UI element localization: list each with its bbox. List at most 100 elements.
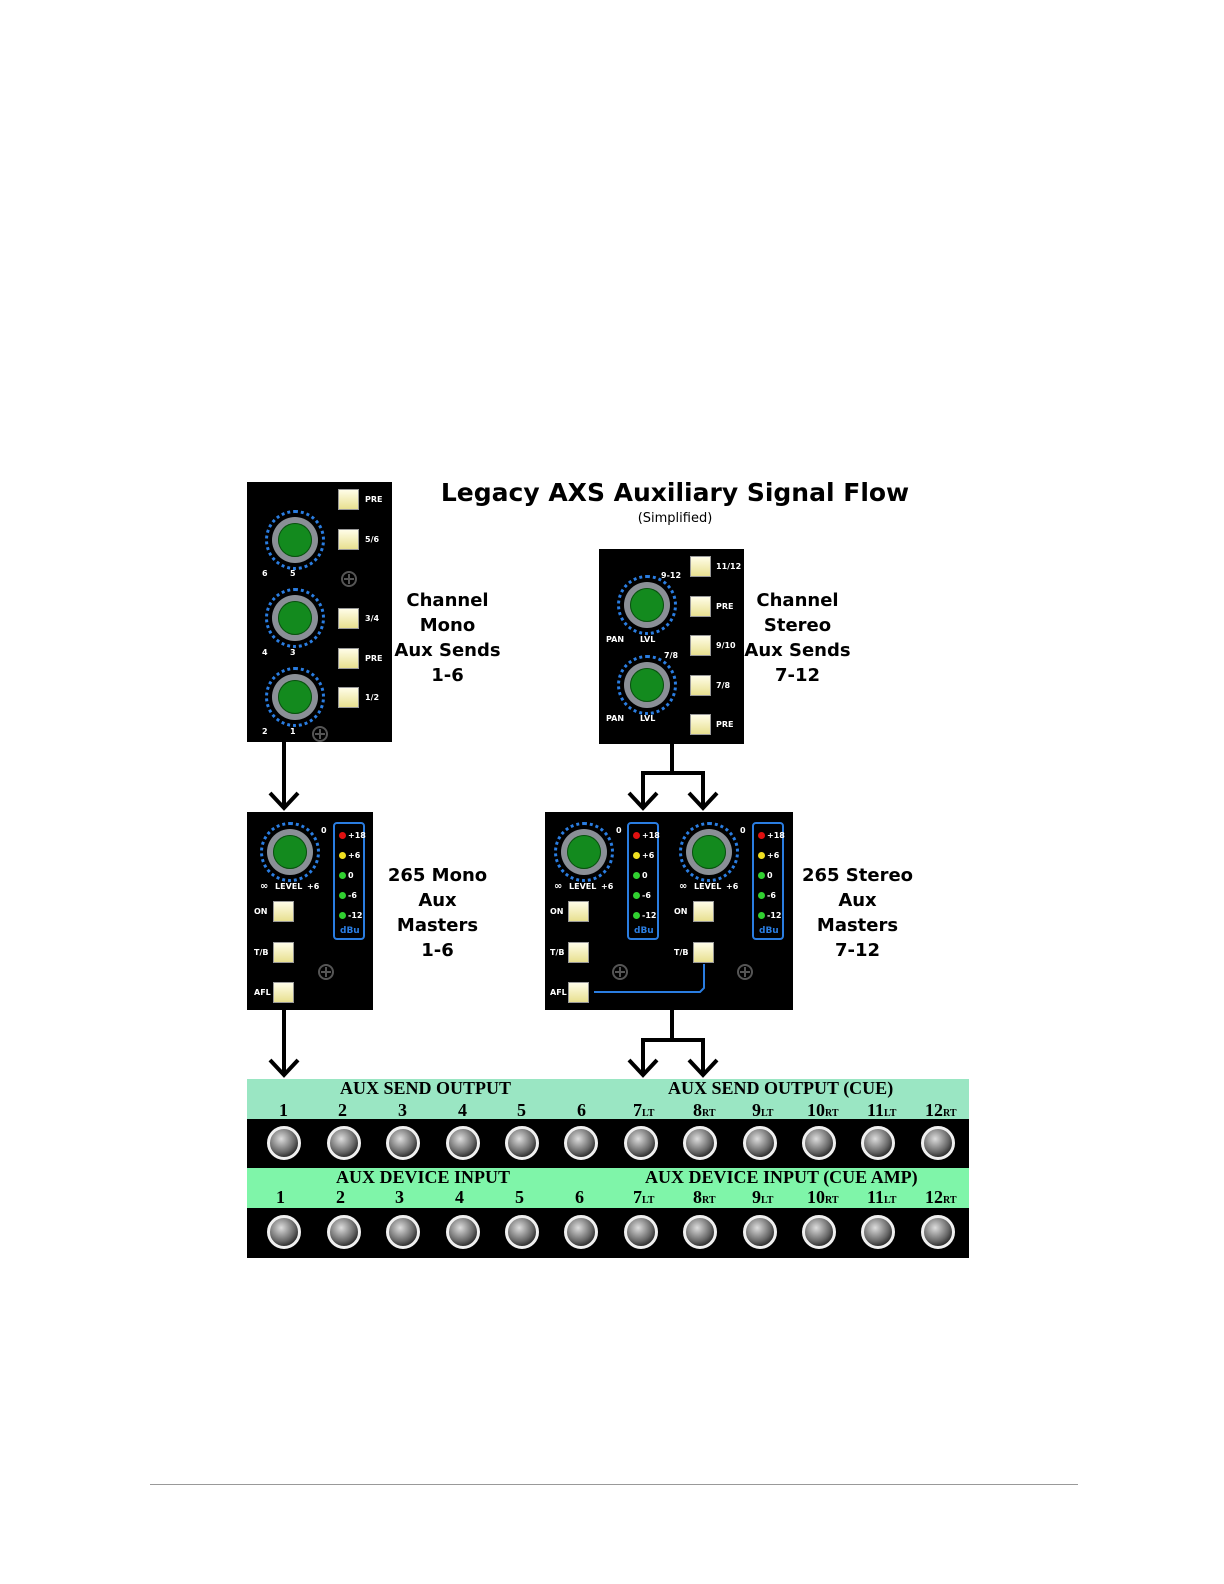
device-input-jack-7[interactable]: [624, 1215, 658, 1249]
inf-label: ∞: [554, 881, 563, 892]
arrow-stereo-sends-split: [641, 771, 705, 808]
zero-label: 0: [616, 826, 622, 835]
master-level-knob[interactable]: [260, 822, 320, 882]
stereo-7-8-button[interactable]: [690, 675, 711, 696]
device-input-jack-6[interactable]: [564, 1215, 598, 1249]
on-label: ON: [674, 907, 688, 916]
device-input-jack-4[interactable]: [446, 1215, 480, 1249]
aux-send-output-cue-header: AUX SEND OUTPUT (CUE): [668, 1078, 894, 1098]
send-output-jack-7[interactable]: [624, 1126, 658, 1160]
talkback-button-right[interactable]: [693, 942, 714, 963]
send-output-jack-1[interactable]: [267, 1126, 301, 1160]
aux-5-6-knob[interactable]: [265, 510, 325, 570]
screw-icon: [312, 726, 328, 742]
send-output-jack-2[interactable]: [327, 1126, 361, 1160]
talkback-button[interactable]: [273, 942, 294, 963]
send-output-jack-5[interactable]: [505, 1126, 539, 1160]
master-level-knob-9-12[interactable]: [679, 822, 739, 882]
stereo-9-10-button[interactable]: [690, 635, 711, 656]
level-meter: +18 +6 0 -6 -12 dBu: [333, 822, 366, 940]
aux-7-8-knob[interactable]: [617, 655, 677, 715]
zero-label: 0: [321, 826, 327, 835]
patch-number: 2: [338, 1100, 347, 1120]
knob-label-6: 6: [262, 569, 268, 578]
level-label: LEVEL: [275, 882, 303, 891]
screw-icon: [612, 964, 628, 980]
patch-number: 4: [455, 1187, 464, 1207]
pan-label: PAN: [606, 635, 625, 644]
stereo-button-label: PRE: [716, 602, 734, 611]
arrow-head: [627, 791, 659, 811]
aux-3-4-knob[interactable]: [265, 588, 325, 648]
arrow-head: [268, 791, 300, 811]
stereo-pre-button-2[interactable]: [690, 714, 711, 735]
knob-label-5: 5: [290, 569, 296, 578]
aux-send-output-header: AUX SEND OUTPUT: [340, 1078, 512, 1098]
inf-label: ∞: [679, 881, 688, 892]
aux-9-12-knob[interactable]: [617, 575, 677, 635]
patch-number: 12RT: [925, 1100, 957, 1120]
on-button-left[interactable]: [568, 901, 589, 922]
device-input-jack-11[interactable]: [861, 1215, 895, 1249]
aux-1-2-knob[interactable]: [265, 667, 325, 727]
mono-pre-button-1[interactable]: [338, 489, 359, 510]
tb-label: T/B: [254, 948, 269, 957]
send-output-jack-3[interactable]: [386, 1126, 420, 1160]
mono-button-label: 5/6: [365, 535, 380, 544]
device-input-jack-3[interactable]: [386, 1215, 420, 1249]
stereo-11-12-button[interactable]: [690, 556, 711, 577]
device-input-jack-9[interactable]: [743, 1215, 777, 1249]
on-label: ON: [550, 907, 564, 916]
mono-1-2-button[interactable]: [338, 687, 359, 708]
device-input-jack-8[interactable]: [683, 1215, 717, 1249]
send-output-jack-10[interactable]: [802, 1126, 836, 1160]
mono-button-label: PRE: [365, 495, 383, 504]
device-input-jack-2[interactable]: [327, 1215, 361, 1249]
on-button[interactable]: [273, 901, 294, 922]
stereo-pre-button-1[interactable]: [690, 596, 711, 617]
screw-icon: [318, 964, 334, 980]
knob-label-1: 1: [290, 727, 296, 736]
plus6-label: +6: [726, 882, 739, 891]
send-output-jack-4[interactable]: [446, 1126, 480, 1160]
afl-button-stereo[interactable]: [568, 982, 589, 1003]
send-output-jack-9[interactable]: [743, 1126, 777, 1160]
afl-label: AFL: [254, 988, 271, 997]
device-input-jack-12[interactable]: [921, 1215, 955, 1249]
patch-number: 9LT: [752, 1100, 774, 1120]
mono-5-6-button[interactable]: [338, 529, 359, 550]
aux-send-output-strip: [247, 1079, 969, 1119]
knob-label-3: 3: [290, 648, 296, 657]
patch-number: 7LT: [633, 1100, 655, 1120]
plus6-label: +6: [307, 882, 320, 891]
send-output-jack-12[interactable]: [921, 1126, 955, 1160]
patch-number: 8RT: [693, 1100, 716, 1120]
patch-number: 11LT: [867, 1187, 897, 1207]
patchbay: [247, 1079, 969, 1258]
stereo-button-label: PRE: [716, 720, 734, 729]
talkback-button-left[interactable]: [568, 942, 589, 963]
patch-number: 10RT: [807, 1187, 839, 1207]
knob-title-9-12: 9-12: [661, 571, 682, 580]
mono-pre-button-2[interactable]: [338, 648, 359, 669]
send-output-jack-6[interactable]: [564, 1126, 598, 1160]
device-input-jack-5[interactable]: [505, 1215, 539, 1249]
device-input-jack-10[interactable]: [802, 1215, 836, 1249]
patch-number: 5: [517, 1100, 526, 1120]
afl-button[interactable]: [273, 982, 294, 1003]
send-output-jack-11[interactable]: [861, 1126, 895, 1160]
stereo-button-label: 7/8: [716, 681, 731, 690]
device-input-jack-1[interactable]: [267, 1215, 301, 1249]
mono-button-label: PRE: [365, 654, 383, 663]
patch-number: 6: [577, 1100, 586, 1120]
send-output-jack-8[interactable]: [683, 1126, 717, 1160]
diagram-subtitle: (Simplified): [637, 511, 713, 526]
stereo-button-label: 9/10: [716, 641, 736, 650]
level-label: LEVEL: [694, 882, 722, 891]
mono-3-4-button[interactable]: [338, 608, 359, 629]
on-button-right[interactable]: [693, 901, 714, 922]
master-level-knob-7-8[interactable]: [554, 822, 614, 882]
